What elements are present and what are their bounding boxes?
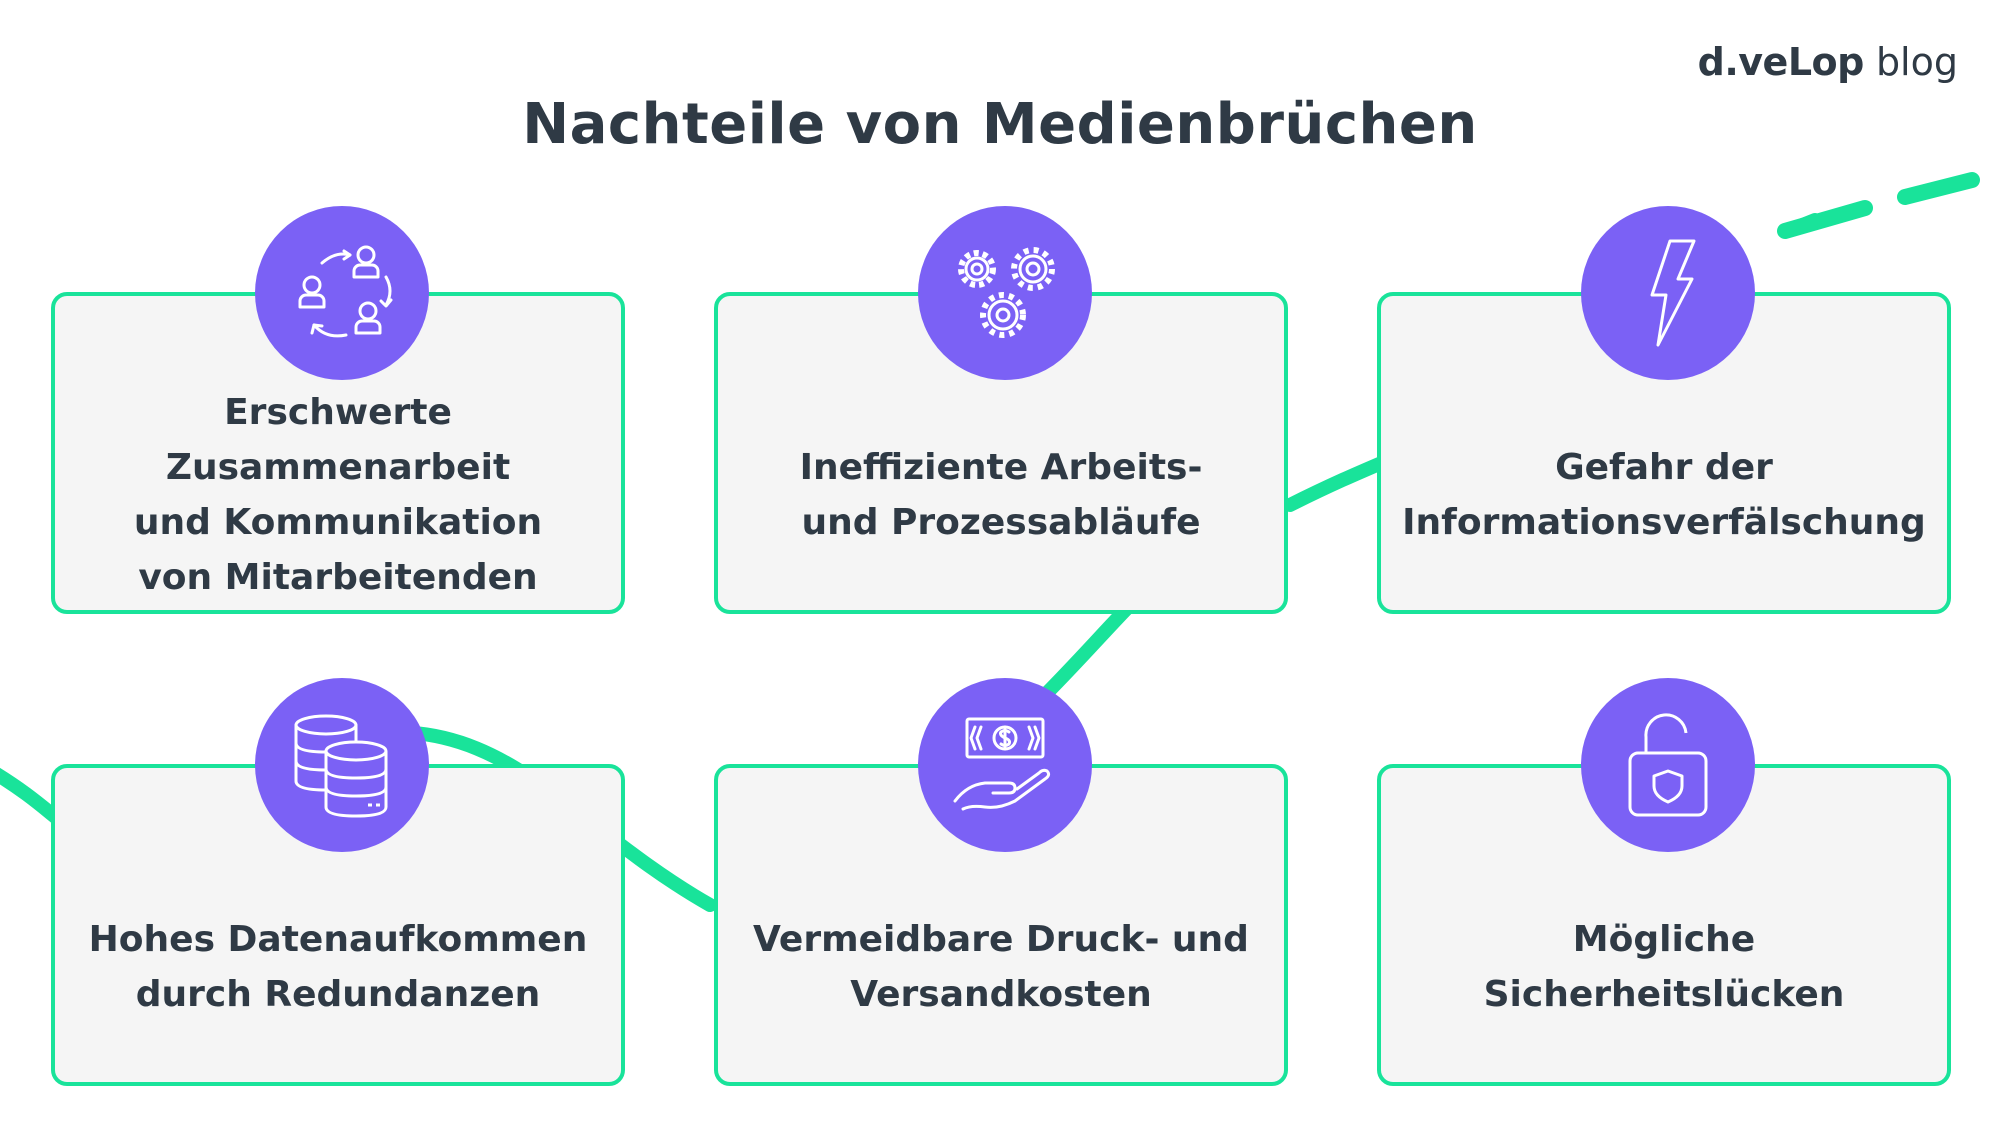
brand-logo: d.veLop blog xyxy=(1698,40,1958,84)
card-label: Vermeidbare Druck- und Versandkosten xyxy=(753,919,1249,1015)
money-hand-icon xyxy=(918,678,1092,852)
card-label: Mögliche Sicherheitslücken xyxy=(1483,919,1845,1015)
card-label: Ineffiziente Arbeits- und Prozessabläufe xyxy=(799,447,1203,543)
people-cycle-icon xyxy=(255,206,429,380)
open-lock-icon xyxy=(1581,678,1755,852)
database-icon xyxy=(255,678,429,852)
gears-icon xyxy=(918,206,1092,380)
card-label: Gefahr der Informationsverfälschung xyxy=(1402,447,1926,543)
card-label: Hohes Datenaufkommen durch Redundanzen xyxy=(88,919,588,1015)
lightning-icon xyxy=(1581,206,1755,380)
card-data-volume: Hohes Datenaufkommen durch Redundanzen xyxy=(51,764,625,1086)
brand-suffix: blog xyxy=(1875,40,1958,84)
brand-name: d.veLop xyxy=(1697,40,1865,84)
page-title: Nachteile von Medienbrüchen xyxy=(522,92,1478,157)
card-label: Erschwerte Zusammenarbeit und Kommunikat… xyxy=(133,392,543,598)
